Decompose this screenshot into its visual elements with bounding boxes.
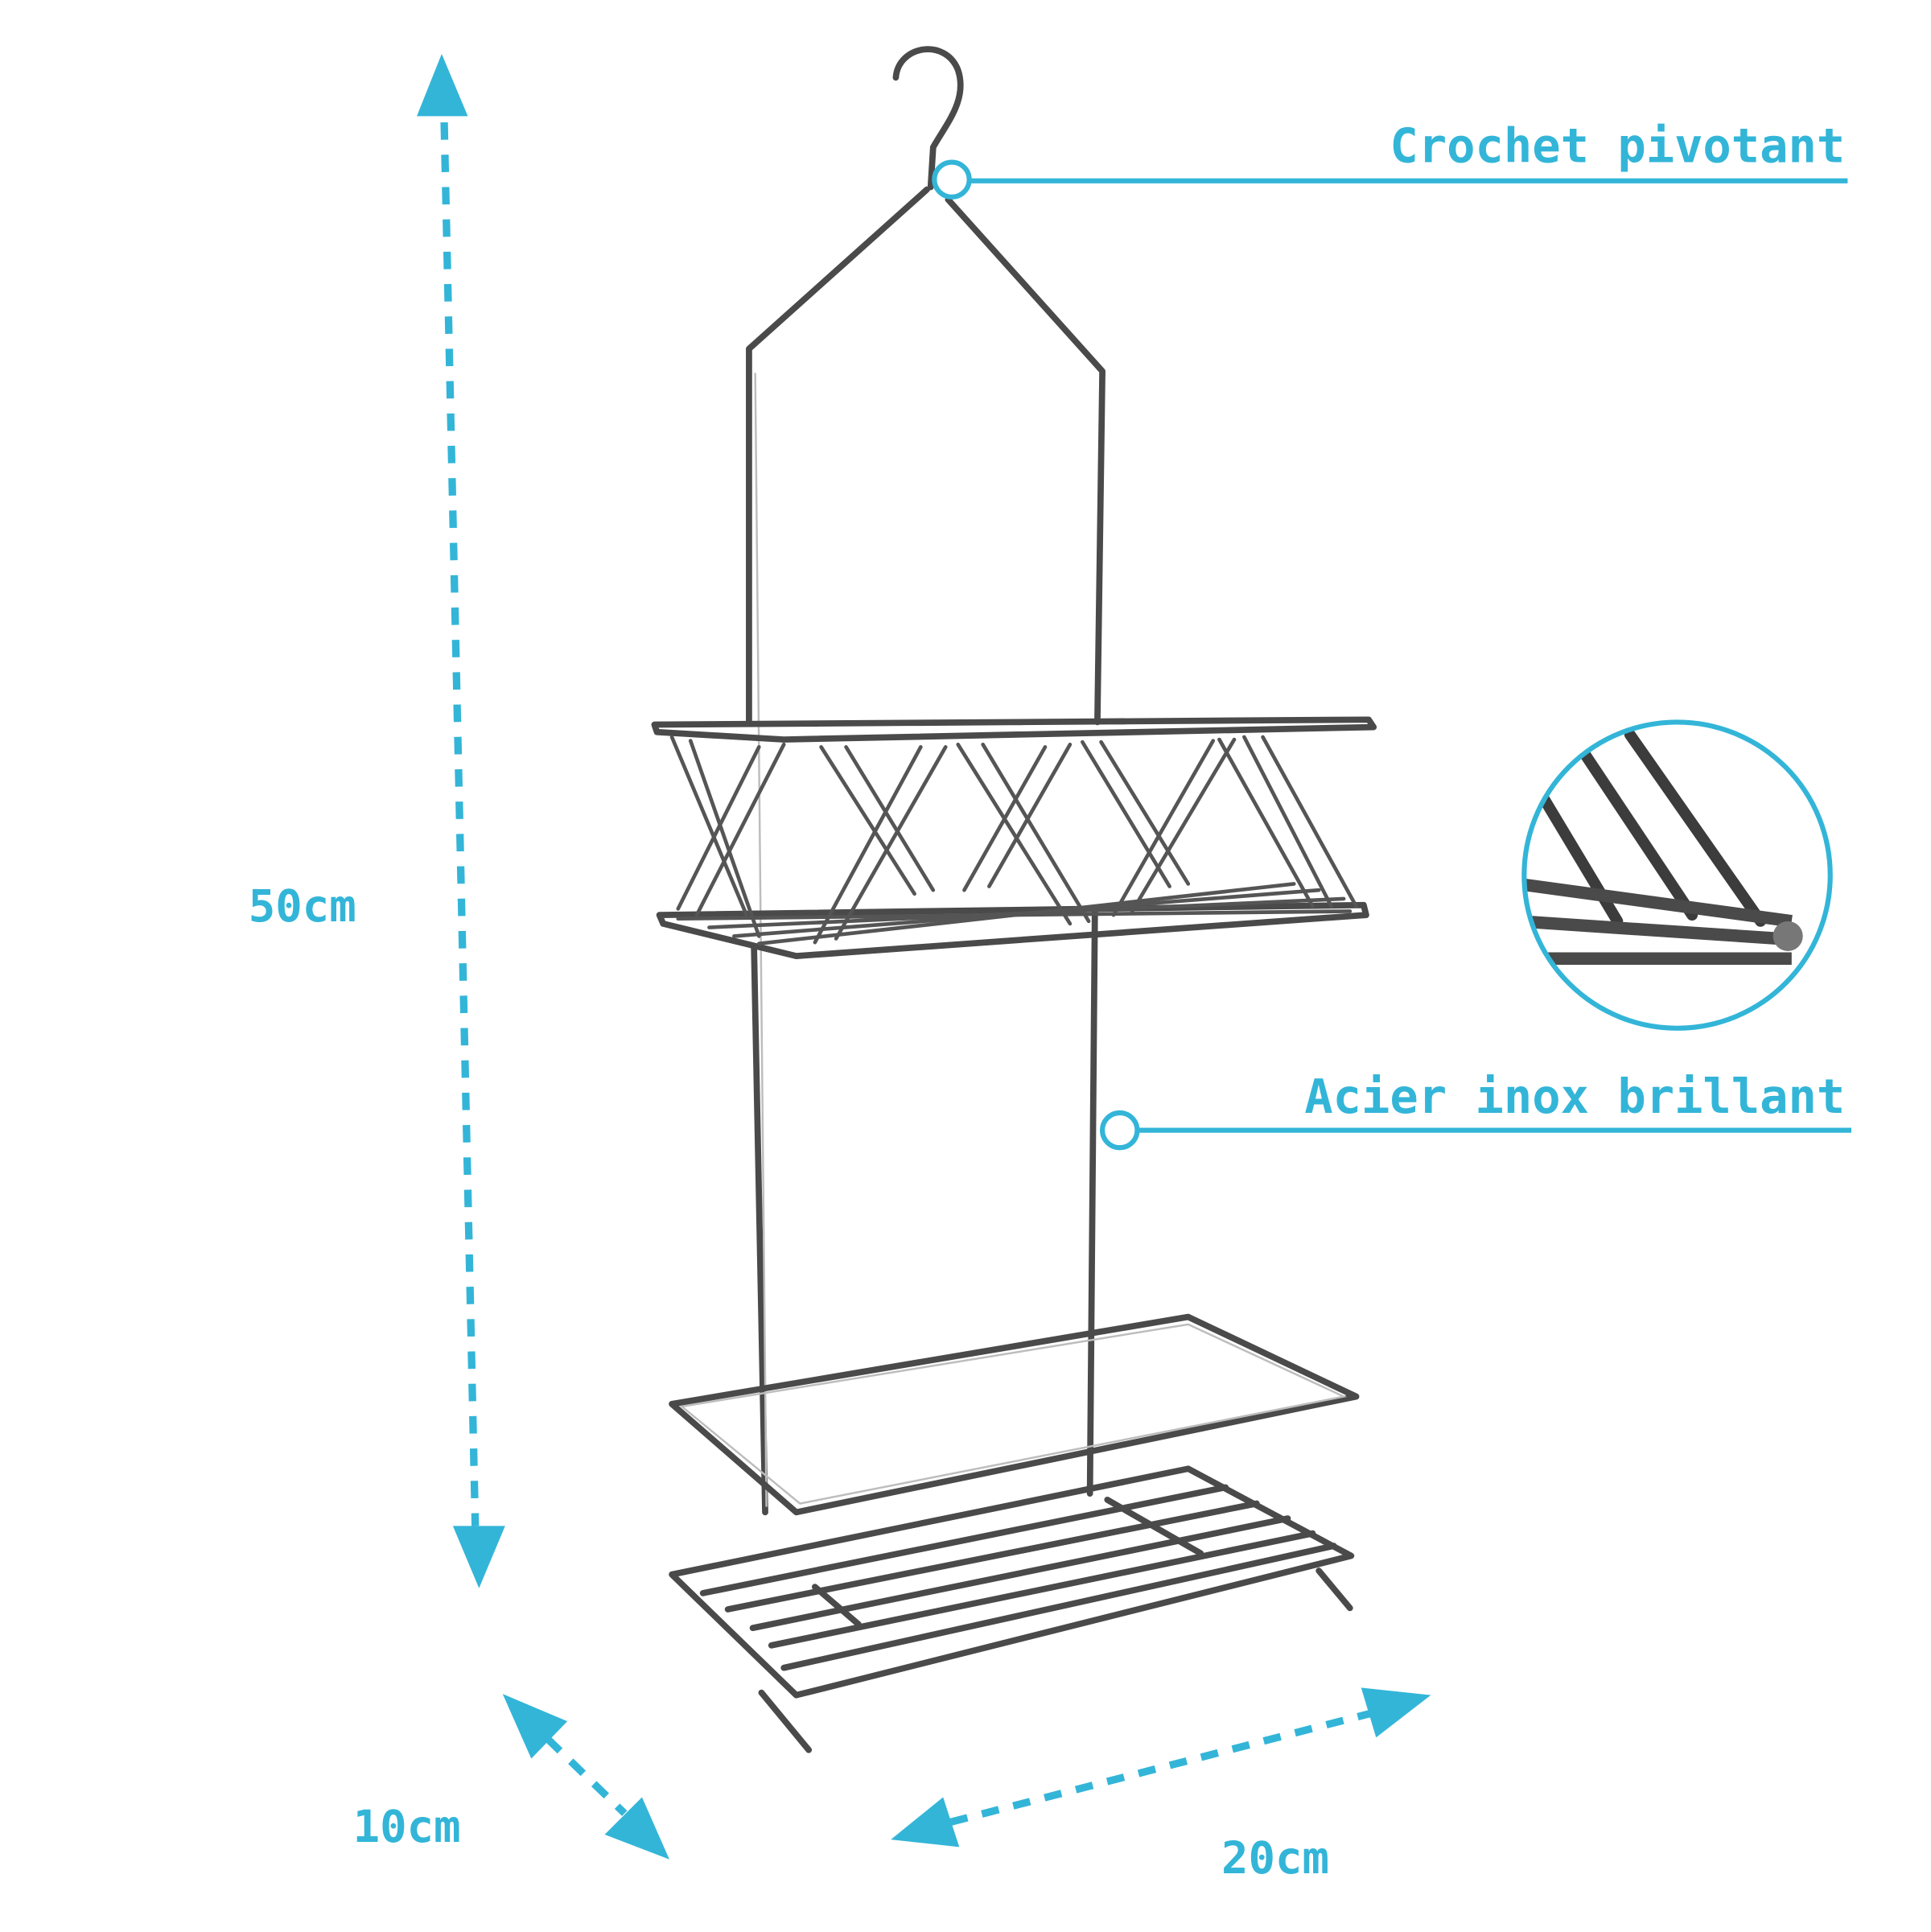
hook-callout — [932, 159, 1848, 200]
depth-label: 10cm — [353, 1801, 461, 1853]
shower-caddy-illustration — [651, 46, 1377, 1753]
height-dimension-arrow — [417, 53, 505, 1588]
detail-magnifier — [1521, 719, 1833, 1031]
height-label: 50cm — [249, 880, 356, 933]
material-callout-label: Acier inox brillant — [1304, 1069, 1845, 1124]
width-label: 20cm — [1221, 1832, 1329, 1885]
depth-dimension-arrow — [502, 1694, 669, 1860]
hook-callout-label: Crochet pivotant — [1390, 118, 1845, 174]
material-callout — [1100, 1110, 1852, 1151]
width-dimension-arrow — [891, 1687, 1431, 1848]
